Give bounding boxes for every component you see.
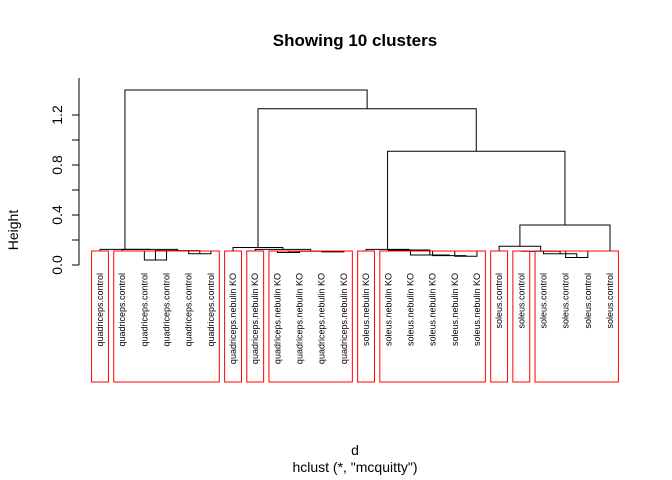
leaf-label: soleus.nebulin KO xyxy=(450,273,460,346)
leaf-label: quadriceps.nebulin KO xyxy=(228,273,238,364)
leaf-label: soleus.control xyxy=(605,273,615,329)
y-tick-label: 0.8 xyxy=(49,155,65,175)
leaf-label: quadriceps.control xyxy=(95,273,105,347)
y-ticks: 0.0 0.4 0.8 1.2 xyxy=(49,105,79,275)
y-axis-label: Height xyxy=(5,210,21,251)
leaf-label: quadriceps.nebulin KO xyxy=(295,273,305,364)
leaf-label: soleus.control xyxy=(561,273,571,329)
cluster-rect xyxy=(490,250,509,383)
dendrogram-lines xyxy=(99,89,611,261)
x-axis-label: d xyxy=(351,442,359,458)
leaf-label: quadriceps.control xyxy=(206,273,216,347)
leaf-label: quadriceps.control xyxy=(162,273,172,347)
dendrogram-merge xyxy=(99,248,150,251)
leaf-label: quadriceps.nebulin KO xyxy=(250,273,260,364)
chart-title: Showing 10 clusters xyxy=(273,31,437,50)
leaf-label: soleus.control xyxy=(583,273,593,329)
y-tick-label: 0.4 xyxy=(49,205,65,225)
leaf-label: quadriceps.control xyxy=(117,273,127,347)
leaf-label: quadriceps.control xyxy=(139,273,149,347)
dendrogram-merge xyxy=(154,250,201,260)
dendrogram-merge xyxy=(387,150,566,250)
y-tick-label: 0.0 xyxy=(49,255,65,275)
leaf-label: soleus.control xyxy=(516,273,526,329)
cluster-rect xyxy=(91,250,109,383)
cluster-rect xyxy=(512,250,531,383)
dendrogram-merge xyxy=(124,89,368,250)
leaf-label: soleus.nebulin KO xyxy=(428,273,438,346)
dendrogram-merge xyxy=(519,224,611,251)
leaf-label: soleus.nebulin KO xyxy=(383,273,393,346)
cluster-rect xyxy=(357,250,376,383)
dendrogram-merge xyxy=(257,108,477,248)
cluster-rectangles xyxy=(91,250,619,383)
leaf-label: soleus.control xyxy=(538,273,548,329)
leaf-label: soleus.nebulin KO xyxy=(405,273,415,346)
cluster-rect xyxy=(224,250,242,383)
leaf-label: quadriceps.nebulin KO xyxy=(272,273,282,364)
cluster-rect xyxy=(534,250,619,383)
cluster-rect xyxy=(379,250,486,383)
cluster-rect xyxy=(113,250,220,383)
dendrogram-merge xyxy=(121,248,179,251)
leaf-label: quadriceps.nebulin KO xyxy=(317,273,327,364)
leaf-labels: quadriceps.control quadriceps.control quad… xyxy=(95,273,615,364)
cluster-rect xyxy=(268,250,353,383)
y-tick-label: 1.2 xyxy=(49,105,65,125)
leaf-label: soleus.control xyxy=(494,273,504,329)
y-axis: 0.0 0.4 0.8 1.2 xyxy=(49,78,80,275)
leaf-label: quadriceps.control xyxy=(184,273,194,347)
chart-subtitle: hclust (*, "mcquitty") xyxy=(292,459,417,475)
leaf-label: soleus.nebulin KO xyxy=(361,273,371,346)
cluster-rect xyxy=(246,250,265,383)
leaf-label: soleus.nebulin KO xyxy=(472,273,482,346)
leaf-label: quadriceps.nebulin KO xyxy=(339,273,349,364)
